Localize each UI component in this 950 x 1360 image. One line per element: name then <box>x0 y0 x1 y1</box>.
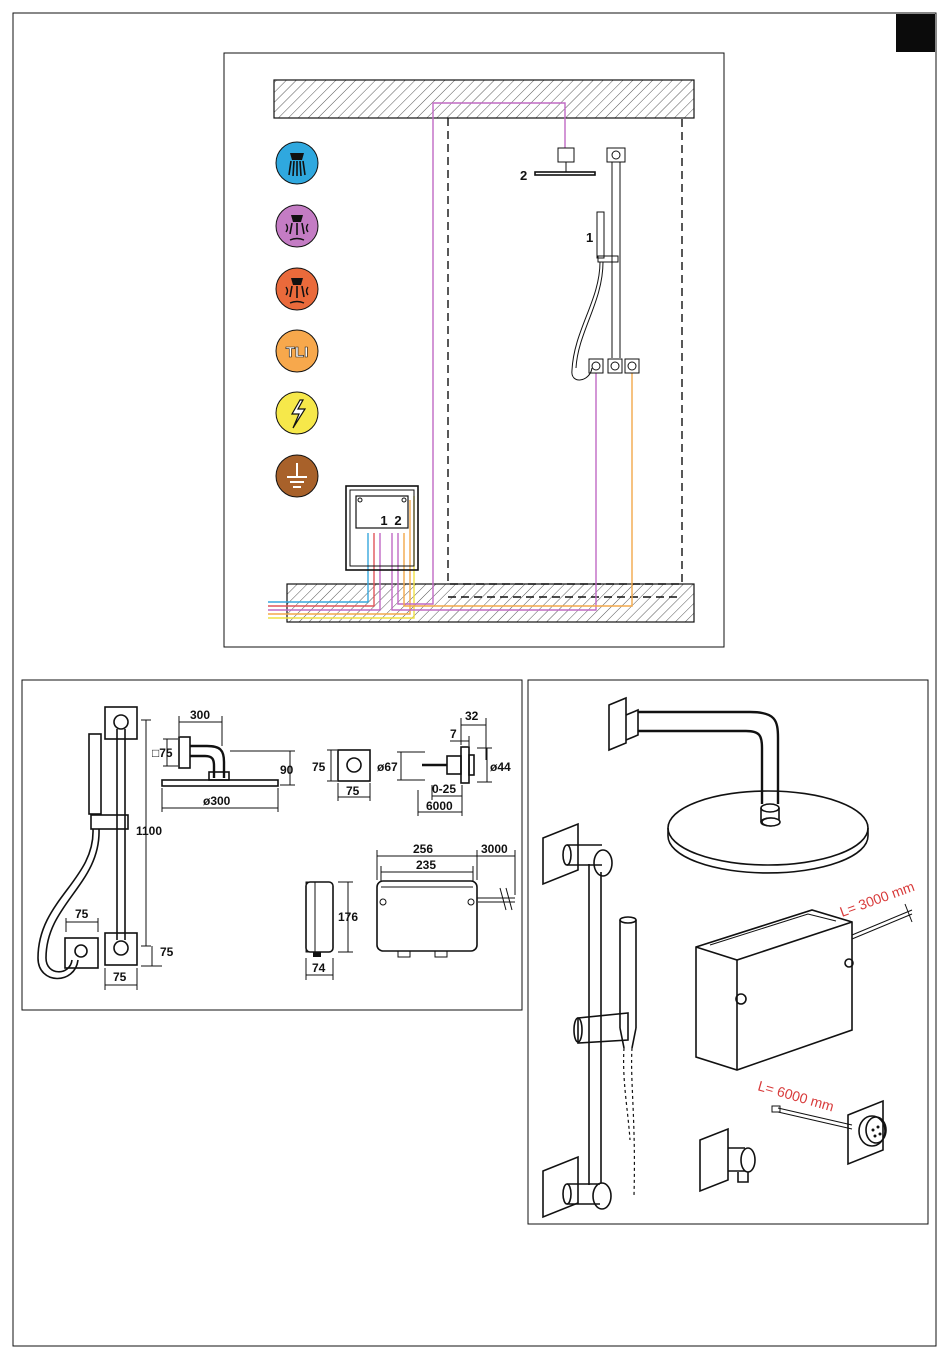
dim-sensor-body: ø44 <box>490 760 511 774</box>
page-tab <box>896 14 935 52</box>
dim-rail-height: 1100 <box>136 824 162 838</box>
dim-sensor-cable: 6000 <box>426 799 453 813</box>
dim-arm-length: 300 <box>190 708 210 722</box>
dim-bottom-offset: 75 <box>160 945 174 959</box>
dim-flange-square: □75 <box>152 746 173 760</box>
perspective-panel: L= 3000 mm L= 6000 mm <box>528 680 928 1224</box>
shower-rail-3d <box>543 824 636 1217</box>
dim-sensor-depth: 32 <box>465 709 479 723</box>
hot-water-icon <box>276 205 318 247</box>
box-port-2: 2 <box>394 513 401 528</box>
mixed-water-icon <box>276 268 318 310</box>
dimensions-panel: 1100 75 75 75 300 □75 90 ø300 <box>22 680 522 1010</box>
sensor-elevation: ø67 32 7 ø44 0-25 6000 <box>377 709 511 816</box>
dim-box-height: 176 <box>338 910 358 924</box>
dim-sensor-diameter: ø67 <box>377 760 398 774</box>
overhead-shower-3d <box>609 698 868 873</box>
tli-icon: TLI <box>276 330 318 372</box>
dim-rail-width: 75 <box>113 970 127 984</box>
wall-plate-elevation: 75 75 <box>312 750 370 801</box>
ceiling-slab <box>274 80 694 118</box>
overhead-shower-elevation: 300 □75 90 ø300 <box>152 708 295 812</box>
overhead-shower: 2 <box>520 148 595 183</box>
dim-head-drop: 90 <box>280 763 294 777</box>
wall-elbow-3d <box>700 1129 755 1191</box>
earth-icon <box>276 455 318 497</box>
dim-box-cable: 3000 <box>481 842 508 856</box>
control-box-3d: L= 3000 mm <box>696 878 917 1070</box>
box-port-1: 1 <box>380 513 387 528</box>
outlet-label-overhead: 2 <box>520 168 527 183</box>
installation-panel: TLI 1 2 <box>224 53 724 647</box>
outlet-label-handshower: 1 <box>586 230 593 245</box>
power-icon <box>276 392 318 434</box>
dim-wall-plate-width: 75 <box>346 784 360 798</box>
supply-lines <box>268 103 632 618</box>
sensor-3d: L= 6000 mm <box>756 1078 886 1164</box>
shower-area-outline <box>448 118 682 584</box>
svg-text:TLI: TLI <box>286 344 309 361</box>
dim-sensor-flange: 7 <box>450 727 457 741</box>
shower-rail: 1 <box>572 148 639 380</box>
dim-sensor-adjust: 0-25 <box>432 782 456 796</box>
dim-head-diameter: ø300 <box>203 794 231 808</box>
sensor-cable-label: L= 6000 mm <box>756 1078 836 1115</box>
control-box: 1 2 <box>346 486 418 570</box>
dim-box-width-inner: 235 <box>416 858 436 872</box>
dim-box-width-outer: 256 <box>413 842 433 856</box>
dim-wall-plate-height: 75 <box>312 760 326 774</box>
control-box-elevation: 176 74 256 235 3000 <box>306 842 515 980</box>
floor-slab <box>287 584 694 622</box>
cold-water-icon <box>276 142 318 184</box>
dim-elbow-width: 75 <box>75 907 89 921</box>
dim-box-depth: 74 <box>312 961 326 975</box>
